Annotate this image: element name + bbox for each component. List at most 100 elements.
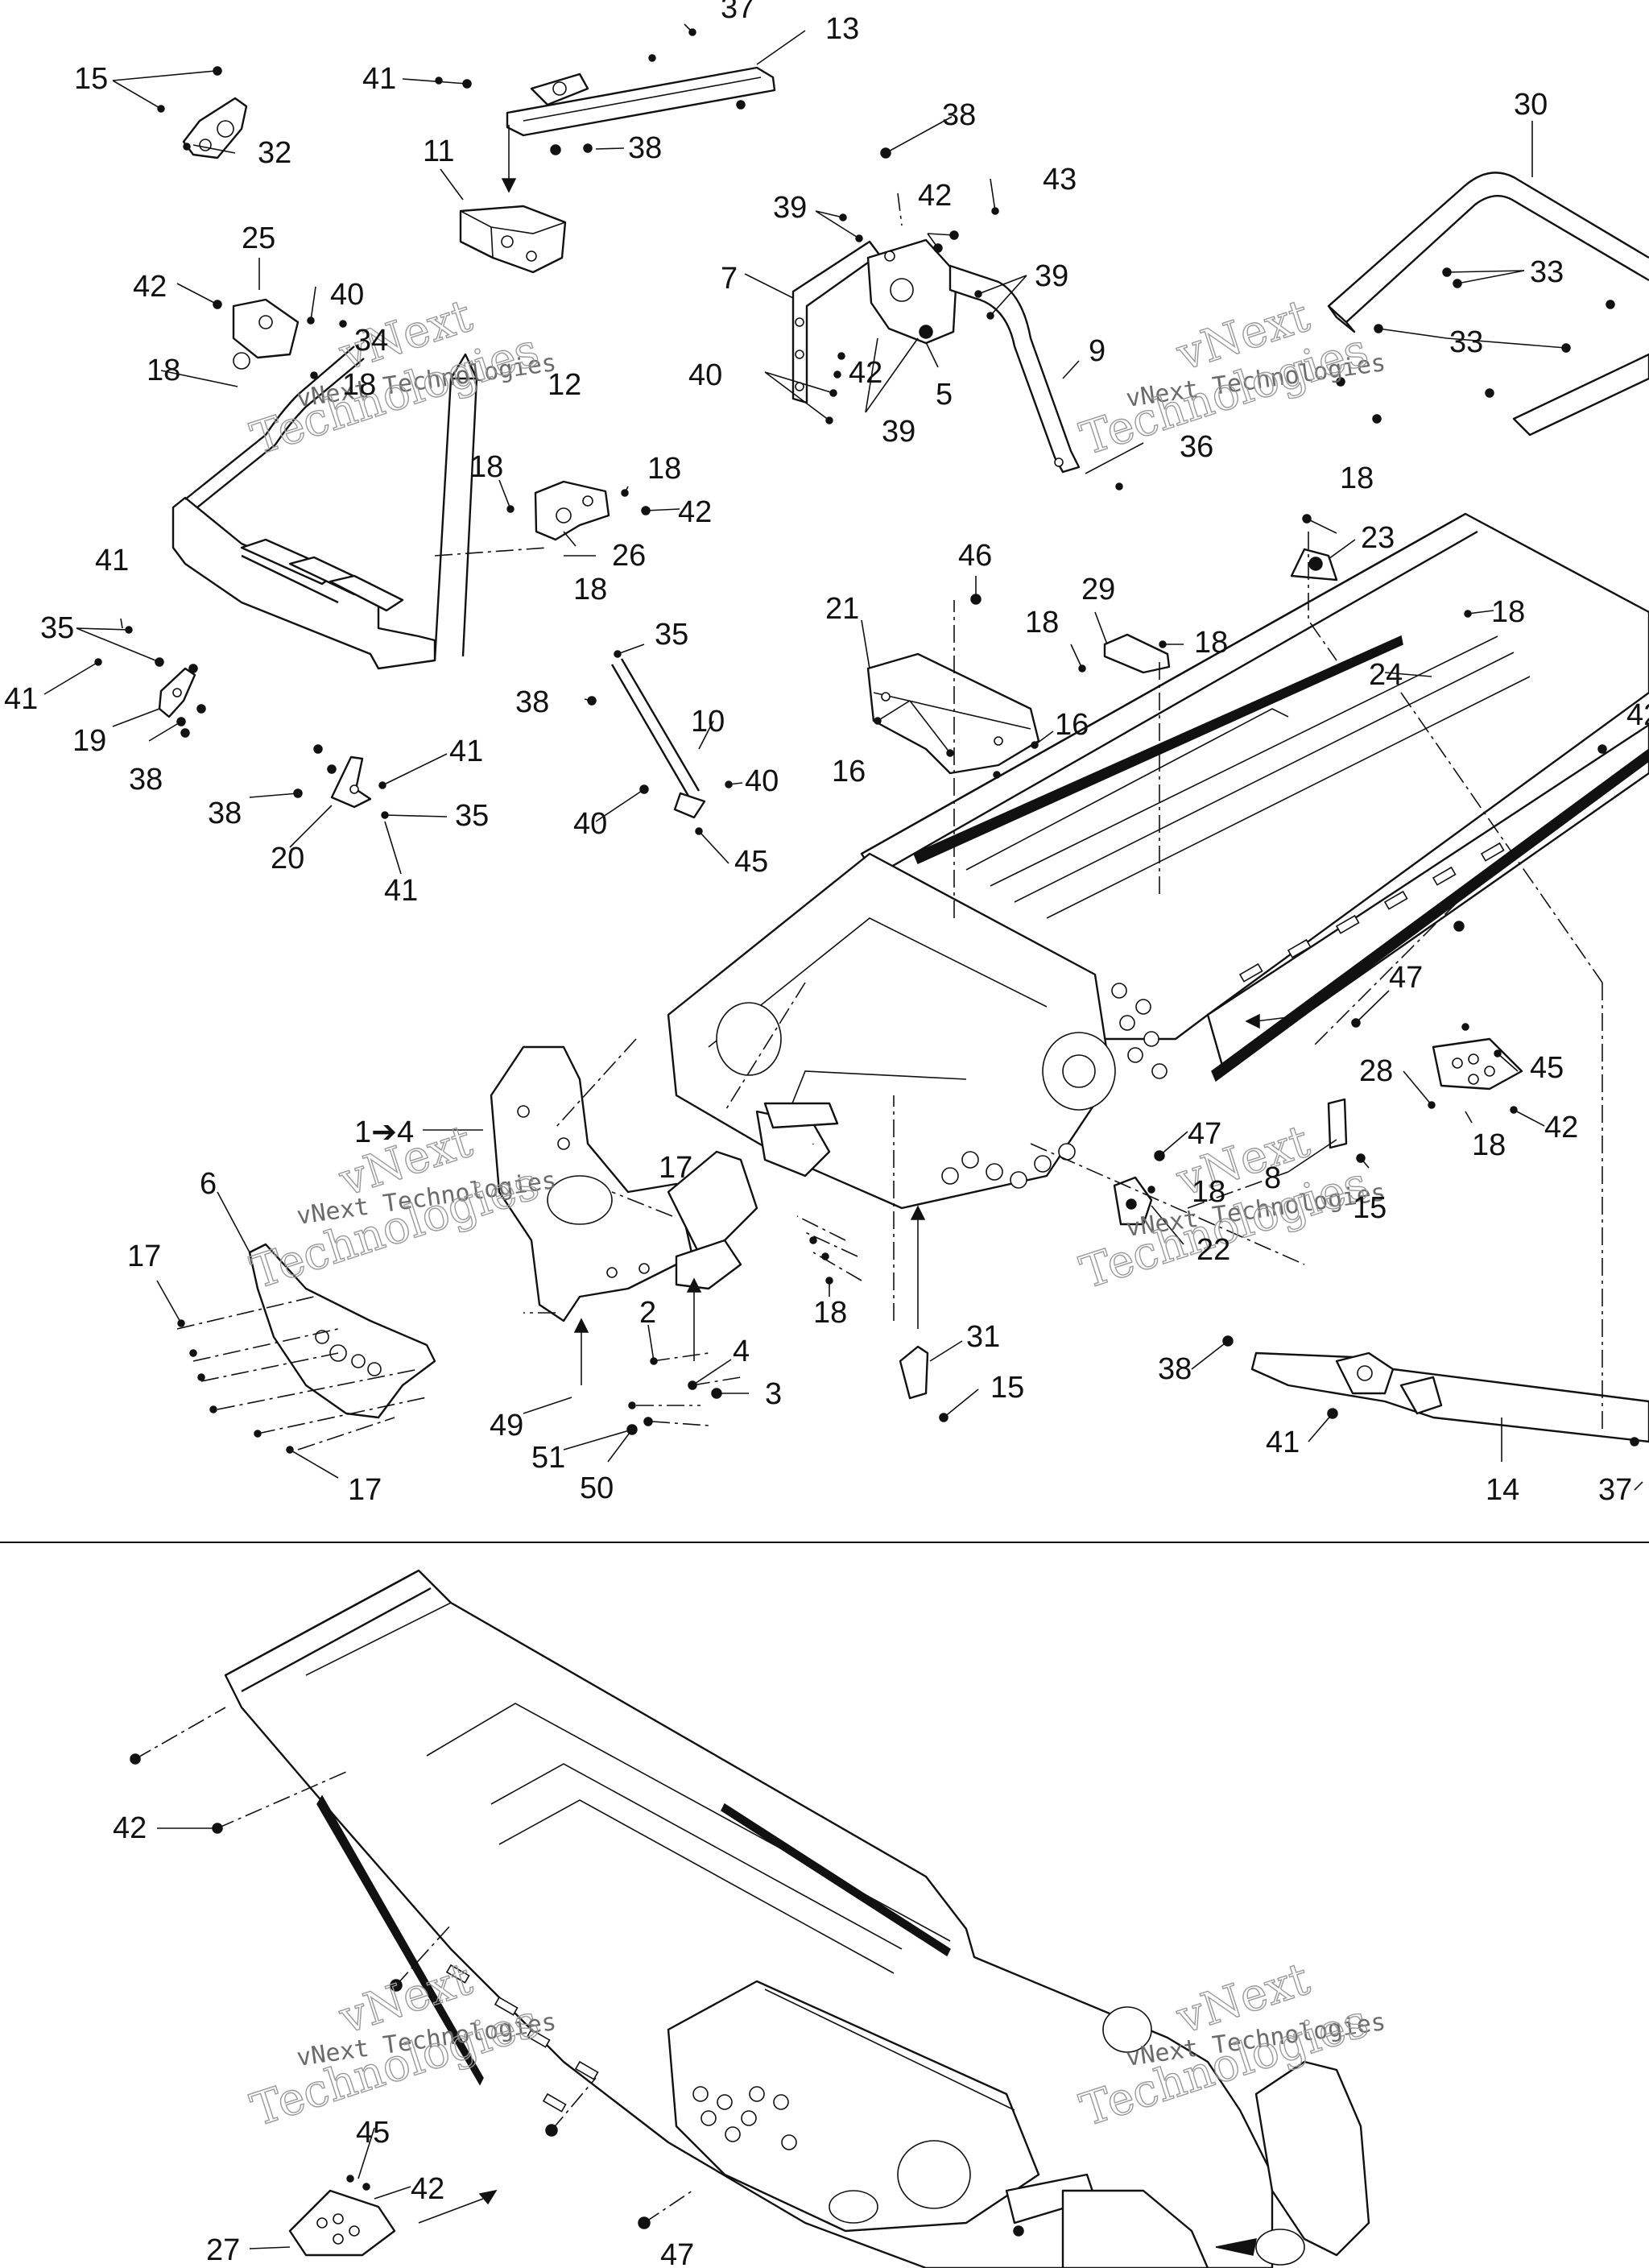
part-26-clamp [534, 480, 610, 541]
callout-9: 9 [1089, 334, 1106, 368]
callout-35: 35 [655, 618, 688, 652]
callout-47: 47 [660, 2238, 694, 2268]
callout-6: 6 [200, 1167, 217, 1201]
callout-45: 45 [1530, 1051, 1564, 1085]
callout-37: 37 [1598, 1473, 1632, 1507]
part-20-bracket [330, 755, 372, 809]
callout-15: 15 [1353, 1191, 1387, 1225]
part-32-bracket [182, 97, 248, 159]
callout-42: 42 [1626, 698, 1649, 732]
callout-40: 40 [573, 807, 607, 841]
callout-45: 45 [734, 845, 768, 879]
callout-18: 18 [147, 354, 180, 387]
callout-8: 8 [1264, 1161, 1281, 1195]
callout-33: 33 [1449, 325, 1483, 359]
callout-24: 24 [1369, 658, 1403, 692]
callout-29: 29 [1081, 573, 1115, 606]
callout-18: 18 [1472, 1128, 1506, 1162]
part-27-footrest [288, 2189, 396, 2257]
callout-17: 17 [127, 1240, 161, 1273]
callout-34: 34 [354, 324, 388, 358]
part-9-bracket [948, 264, 1081, 474]
callout-42: 42 [411, 2172, 444, 2206]
callout-22: 22 [1196, 1233, 1230, 1267]
part-22-bracket [1113, 1176, 1153, 1226]
part-21-bracket [866, 652, 1040, 775]
callout-47: 47 [1389, 961, 1423, 995]
callout-38: 38 [515, 685, 549, 719]
callout-32: 32 [258, 136, 291, 170]
callout-40: 40 [745, 764, 779, 798]
callout-17: 17 [659, 1151, 692, 1185]
callout-41: 41 [95, 544, 129, 577]
callout-41: 41 [4, 682, 38, 716]
callout-35: 35 [40, 611, 74, 645]
callout-25: 25 [242, 221, 275, 255]
callout-18: 18 [1192, 1175, 1225, 1209]
part-6-side-plate [248, 1243, 436, 1419]
callout-39: 39 [882, 415, 915, 449]
part-12-support [172, 298, 478, 670]
footrest-slots [1238, 842, 1505, 983]
callout-36: 36 [1180, 430, 1213, 464]
part-8-stop [1327, 1098, 1348, 1149]
callout-3: 3 [765, 1377, 782, 1411]
callout-18: 18 [1194, 626, 1228, 660]
callout-labels: 13 37 15 32 41 11 38 38 30 43 42 39 7 39… [4, 0, 1649, 2268]
lower-footrest-slots [445, 1964, 599, 2113]
callout-4: 4 [733, 1335, 750, 1368]
callout-41: 41 [362, 62, 396, 96]
chassis-tunnel-upper [667, 512, 1649, 1210]
callout-51: 51 [531, 1441, 565, 1475]
part-28-footrest [1432, 1037, 1523, 1091]
callout-41: 41 [1266, 1426, 1300, 1459]
callout-2: 2 [639, 1296, 656, 1330]
callout-17: 17 [348, 1473, 382, 1507]
callout-30: 30 [1514, 88, 1548, 122]
callout-12: 12 [548, 368, 581, 402]
callout-47: 47 [1188, 1117, 1221, 1151]
callout-42: 42 [113, 1811, 147, 1845]
callout-46: 46 [958, 539, 992, 573]
callout-16: 16 [1055, 708, 1089, 742]
callout-41: 41 [384, 874, 418, 908]
callout-18: 18 [813, 1296, 847, 1330]
part-11-mount [459, 205, 567, 274]
callout-35: 35 [455, 799, 489, 833]
callout-18: 18 [469, 450, 503, 484]
callout-15: 15 [990, 1371, 1024, 1405]
callout-38: 38 [129, 763, 163, 797]
callout-7: 7 [721, 262, 738, 296]
part-30-rear-bumper [1327, 172, 1649, 437]
leader-lines-lower [157, 1827, 498, 2249]
side-panel-holes [941, 983, 1168, 1189]
callout-50: 50 [580, 1471, 614, 1505]
callout-27: 27 [206, 2233, 240, 2267]
part-31-bracket [899, 1345, 929, 1400]
callout-39: 39 [773, 191, 807, 225]
fasteners-upper [94, 28, 1639, 1454]
callout-28: 28 [1359, 1054, 1393, 1088]
part-19-bracket [158, 667, 196, 718]
part-29-strap [1103, 633, 1171, 674]
callout-20: 20 [271, 842, 304, 875]
assembly-arrows-upper [501, 125, 1296, 1385]
part-14-crossbar [1250, 1351, 1649, 1443]
callout-26: 26 [612, 539, 646, 573]
callout-39: 39 [1035, 259, 1068, 293]
callout-40: 40 [330, 278, 364, 312]
part-23-pad [1290, 548, 1338, 581]
callout-38: 38 [942, 98, 976, 132]
callout-31: 31 [966, 1320, 1000, 1354]
callout-23: 23 [1361, 521, 1395, 555]
lower-side-holes [692, 2086, 797, 2150]
callout-33: 33 [1530, 255, 1564, 289]
callout-45: 45 [356, 2116, 390, 2150]
callout-42: 42 [133, 270, 167, 304]
callout-38: 38 [208, 797, 242, 830]
callout-42: 42 [849, 356, 882, 390]
callout-42: 42 [678, 495, 712, 529]
callout-41: 41 [449, 735, 483, 768]
callout-42: 42 [1544, 1111, 1578, 1144]
